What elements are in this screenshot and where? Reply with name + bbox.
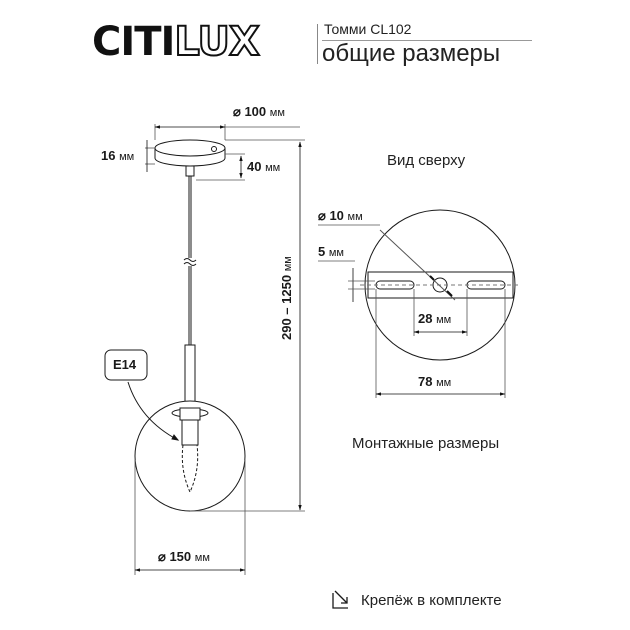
socket-type-label: E14 — [113, 357, 137, 372]
dim-value: 28 — [418, 311, 433, 326]
dim-value: ⌀ 150 — [158, 549, 192, 564]
mounting-kit-note: Крепёж в комплекте — [361, 592, 502, 609]
dimension-lines — [134, 124, 305, 575]
top-view-title: Вид сверху — [387, 152, 466, 169]
mounting-caption: Монтажные размеры — [352, 435, 500, 452]
brand-logo-solid: CITI — [92, 19, 175, 65]
slot-spacing-label: 28 мм — [418, 311, 451, 326]
page-subtitle: общие размеры — [322, 40, 501, 67]
top-view-dimensions — [318, 224, 506, 398]
dim-unit: мм — [328, 247, 344, 259]
bracket-width-label: 5 мм — [318, 244, 344, 259]
dim-unit: мм — [282, 256, 294, 272]
dim-value: ⌀ 10 — [318, 208, 344, 223]
model-name: Томми CL102 — [324, 21, 412, 37]
dim-value: 78 — [418, 374, 433, 389]
bracket-length-label: 78 мм — [418, 374, 451, 389]
dim-value: 290 – 1250 — [279, 274, 294, 340]
hole-diameter-label: ⌀ 10 мм — [318, 208, 363, 224]
canopy-diameter-label: ⌀ 100 мм — [233, 104, 285, 120]
header-separator — [317, 24, 318, 64]
header-rule — [322, 40, 532, 41]
dim-unit: мм — [436, 377, 452, 389]
shade-diameter-label: ⌀ 150 мм — [158, 549, 210, 565]
dim-value: 40 — [247, 159, 262, 174]
canopy-height-label: 16 мм — [101, 148, 134, 163]
dim-unit: мм — [269, 107, 285, 119]
dim-value: 5 — [318, 244, 326, 259]
canopy-to-cable-label: 40 мм — [247, 159, 280, 174]
dim-unit: мм — [194, 552, 210, 564]
dim-value: 16 — [101, 148, 116, 163]
top-view-drawing — [360, 209, 520, 361]
brand-logo-outline: LUX — [173, 18, 260, 66]
brand-logo: CITILUX — [92, 18, 261, 66]
total-height-label: 290 – 1250 мм — [279, 256, 294, 340]
dim-unit: мм — [436, 314, 452, 326]
dim-unit: мм — [265, 162, 281, 174]
dim-unit: мм — [347, 211, 363, 223]
side-view-drawing — [104, 139, 246, 512]
mounting-arrow-icon — [332, 590, 348, 609]
dim-unit: мм — [119, 151, 135, 163]
dim-value: ⌀ 100 — [233, 104, 267, 119]
